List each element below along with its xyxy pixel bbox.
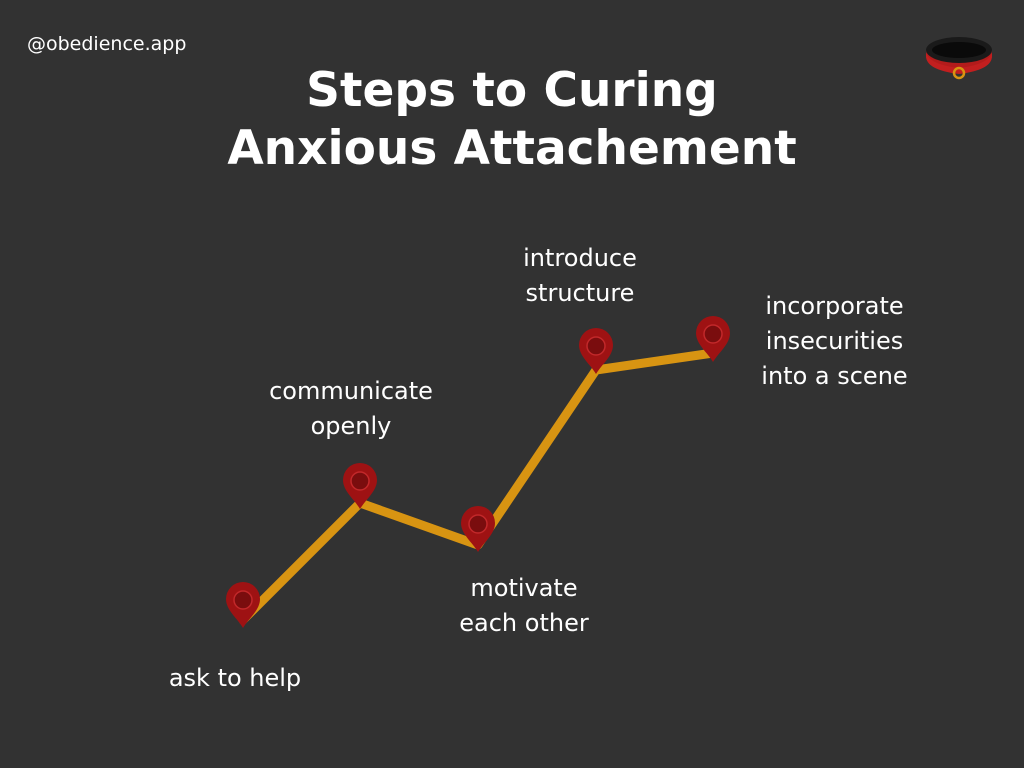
step-pin-5 bbox=[696, 316, 730, 362]
step-pin-2 bbox=[343, 463, 377, 509]
collar-icon bbox=[926, 37, 992, 80]
page-title: Steps to Curing Anxious Attachement bbox=[0, 62, 1024, 178]
step-label-communicate-openly: communicate openly bbox=[269, 377, 433, 440]
step-label-incorporate-insecurities: incorporate insecurities into a scene bbox=[761, 292, 908, 390]
account-handle: @obedience.app bbox=[27, 33, 187, 55]
title-line-2: Anxious Attachement bbox=[227, 121, 797, 176]
title-line-1: Steps to Curing bbox=[306, 63, 718, 118]
step-pin-1 bbox=[226, 582, 260, 628]
step-label-motivate-each-other: motivate each other bbox=[459, 574, 589, 637]
step-label-ask-to-help: ask to help bbox=[168, 664, 302, 692]
step-pin-3 bbox=[461, 506, 495, 552]
step-label-introduce-structure: introduce structure bbox=[523, 244, 637, 307]
step-pin-4 bbox=[579, 328, 613, 374]
